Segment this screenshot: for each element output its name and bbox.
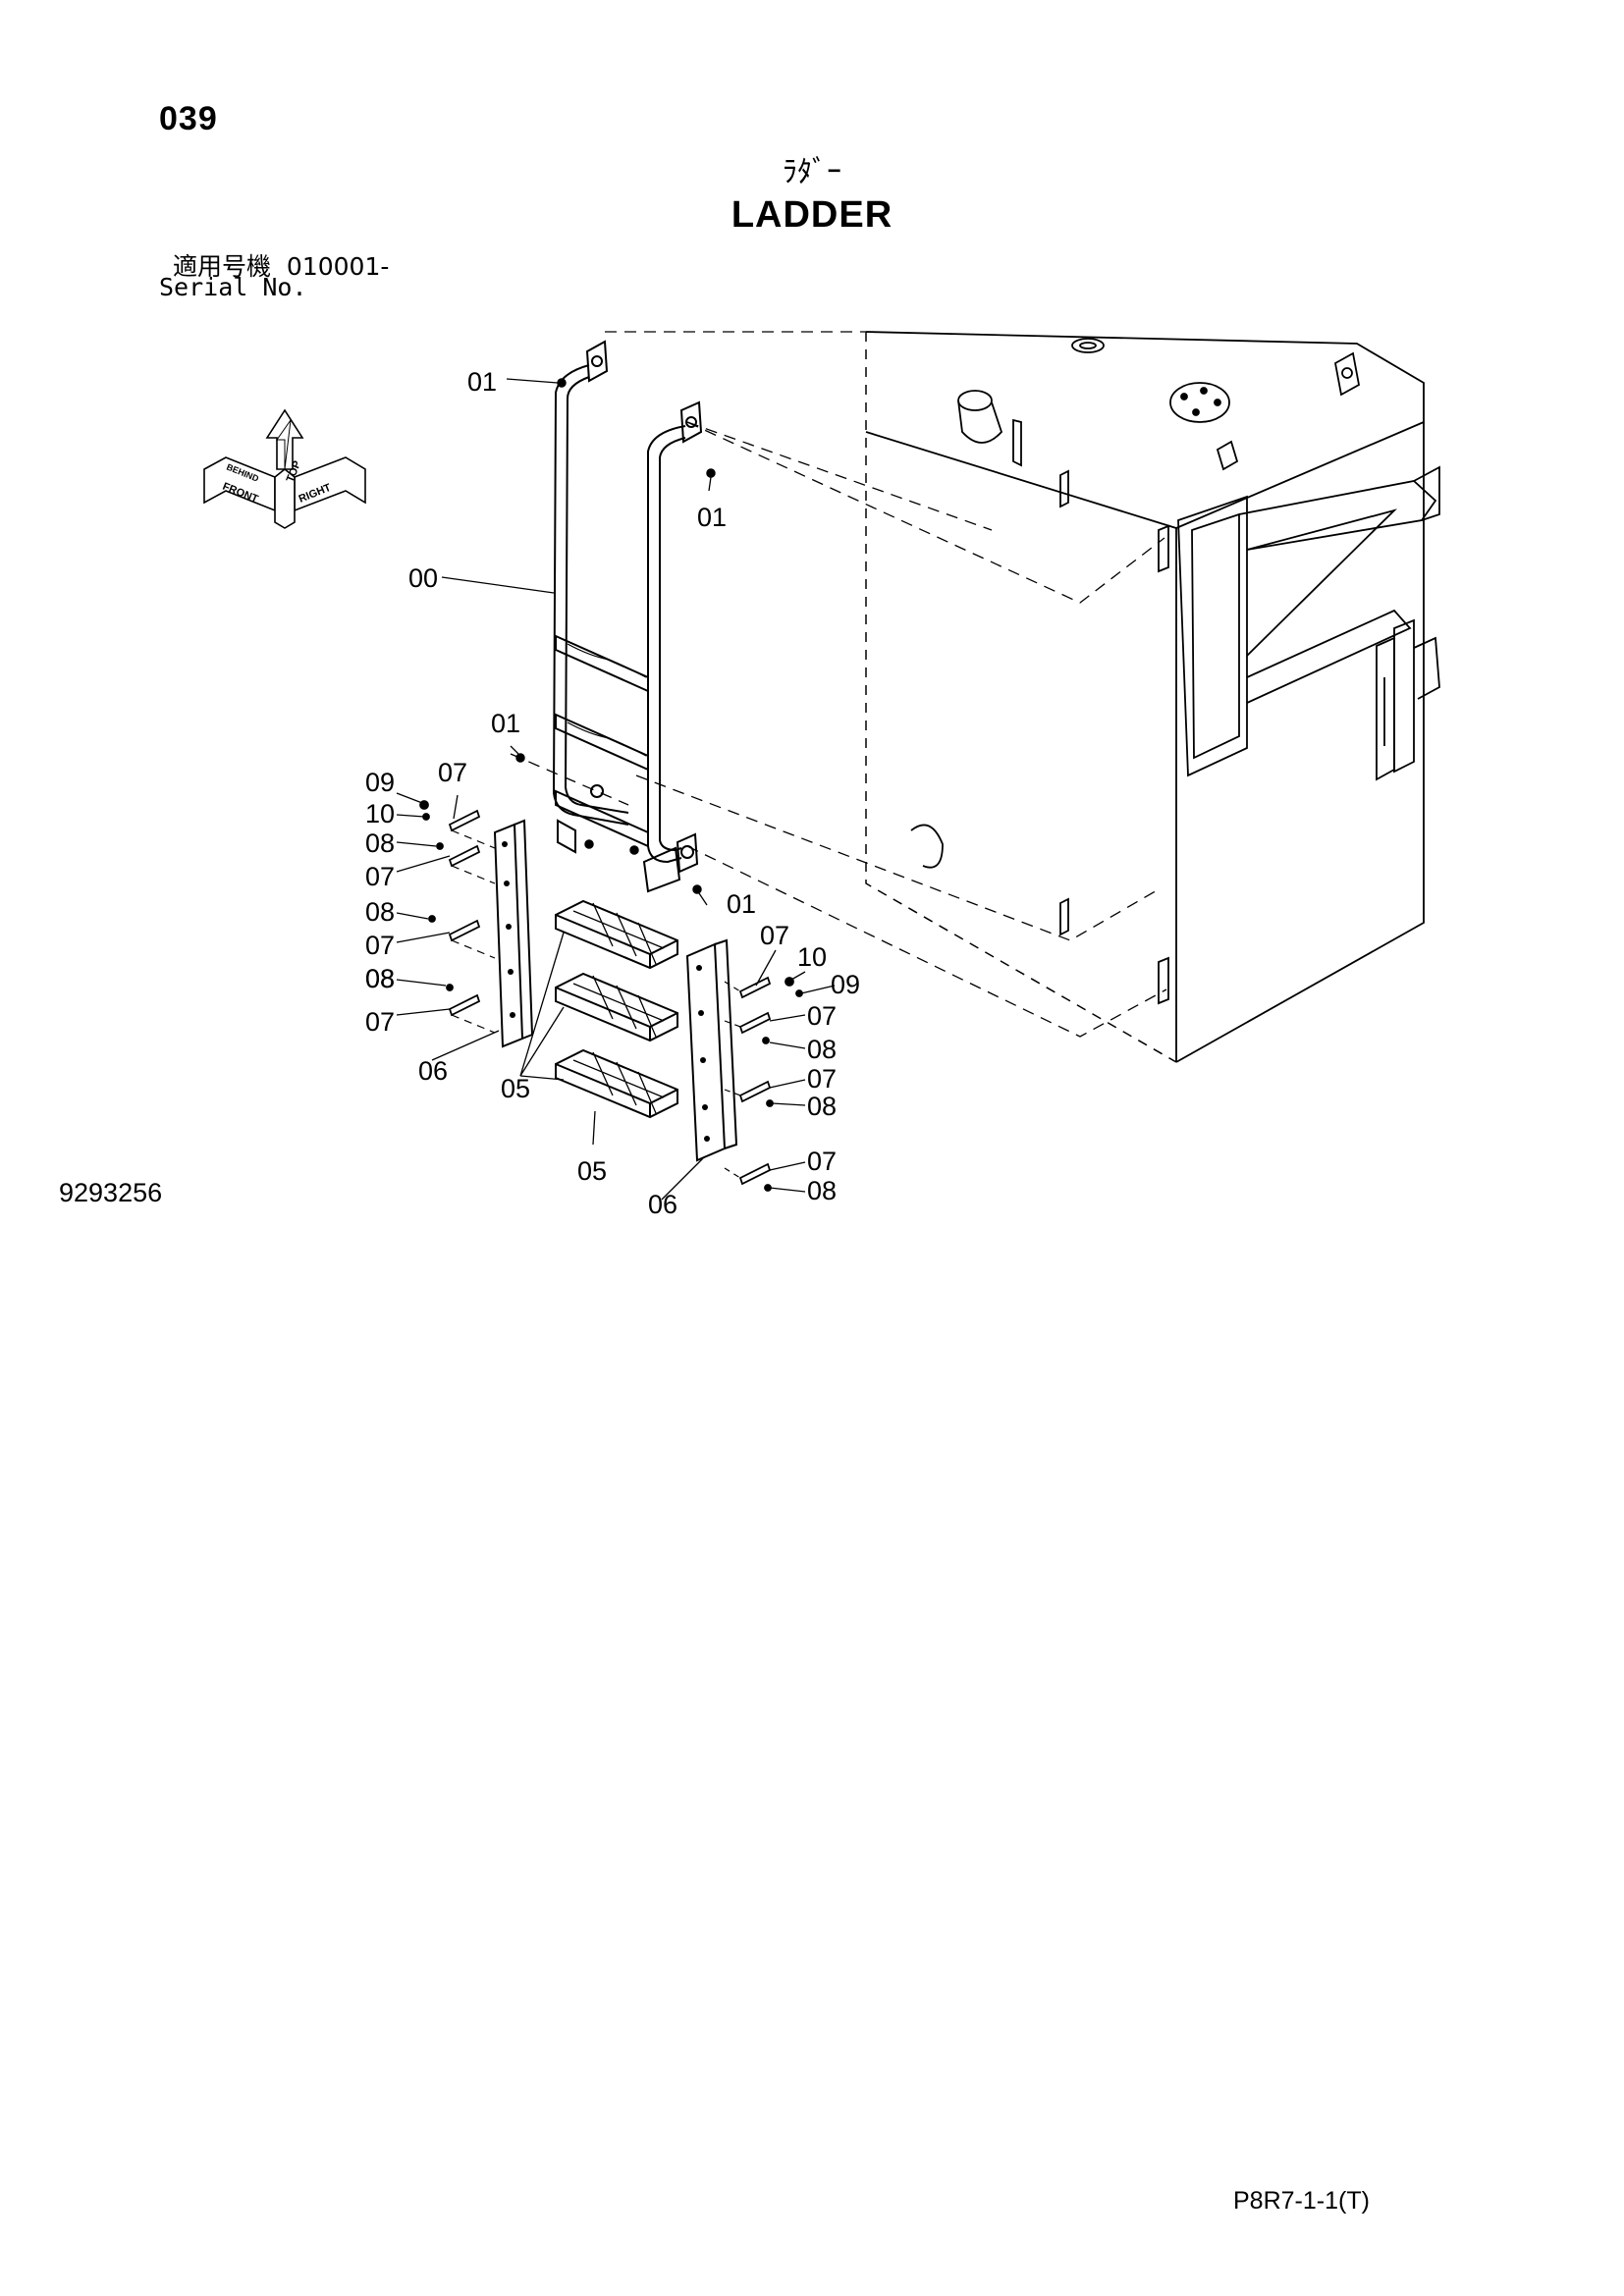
serial-label-japanese: 適用号機 xyxy=(173,252,272,281)
footer-code: P8R7-1-1(T) xyxy=(1233,2187,1370,2215)
page-number: 039 xyxy=(159,100,218,137)
bolt-icons xyxy=(515,378,716,894)
callout-label: 09 xyxy=(831,970,860,999)
callout-label: 08 xyxy=(807,1176,837,1205)
callout-label: 07 xyxy=(807,1147,837,1176)
callout-label: 10 xyxy=(365,799,395,828)
callout-label: 01 xyxy=(727,889,756,919)
callout-label: 08 xyxy=(807,1092,837,1121)
callout-label: 05 xyxy=(501,1074,530,1103)
mounting-leader-lines xyxy=(510,331,1167,1038)
callout-label: 08 xyxy=(365,964,395,993)
callout-label: 07 xyxy=(365,931,395,960)
callout-label: 06 xyxy=(648,1190,677,1219)
ladder-assembly xyxy=(552,340,703,893)
callout-label: 07 xyxy=(365,862,395,891)
callout-label: 07 xyxy=(438,758,467,787)
callout-label: 01 xyxy=(491,709,520,738)
serial-applicability: 適用号機 010001- xyxy=(173,247,389,283)
callout-label: 08 xyxy=(365,897,395,927)
orientation-arrow-icon: TOP FRONT RIGHT BEHIND xyxy=(203,408,366,529)
callout-labels: 01 01 00 01 09 07 10 08 07 08 08 07 08 0… xyxy=(365,367,860,1219)
title-japanese: ﾗﾀﾞｰ xyxy=(783,156,841,188)
callout-label: 01 xyxy=(697,503,727,532)
left-clamp-hardware xyxy=(419,800,496,1034)
callout-label: 07 xyxy=(760,921,789,950)
callout-label: 08 xyxy=(365,828,395,858)
callout-label: 07 xyxy=(807,1001,837,1031)
step-tread-1 xyxy=(555,899,678,970)
step-treads xyxy=(555,899,678,1119)
drawing-number: 9293256 xyxy=(59,1178,163,1207)
side-plates xyxy=(493,819,738,1162)
serial-label-english: Serial No. xyxy=(159,273,307,301)
callout-label: 10 xyxy=(797,942,827,972)
callout-label: 00 xyxy=(408,563,438,593)
title-english: LADDER xyxy=(731,194,893,236)
callout-label: 09 xyxy=(365,768,395,797)
callout-label: 06 xyxy=(418,1056,448,1086)
step-tread-2 xyxy=(555,972,678,1042)
callout-label: 08 xyxy=(365,964,395,993)
right-clamp-hardware xyxy=(724,976,803,1192)
callout-label: 07 xyxy=(807,1064,837,1094)
tank-housing xyxy=(865,331,1440,1063)
callout-leader-lines xyxy=(396,378,836,1201)
callout-label: 01 xyxy=(467,367,497,397)
callout-label: 08 xyxy=(807,1035,837,1064)
step-tread-3 xyxy=(555,1048,678,1119)
callout-label: 05 xyxy=(577,1156,607,1186)
serial-range: 010001- xyxy=(286,252,390,281)
callout-label: 07 xyxy=(365,1007,395,1037)
